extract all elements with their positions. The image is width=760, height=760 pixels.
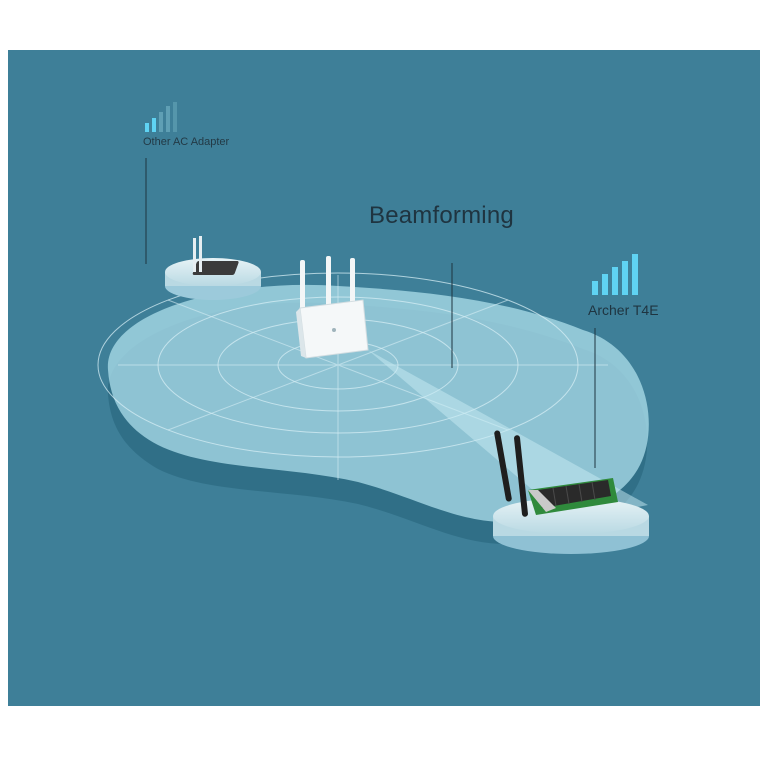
scene-graphic bbox=[97, 102, 649, 554]
other-adapter-label: Other AC Adapter bbox=[143, 136, 230, 148]
archer-signal-icon bbox=[592, 254, 638, 295]
other-adapter-signal-icon bbox=[145, 102, 177, 132]
router bbox=[296, 256, 369, 359]
archer-card bbox=[494, 430, 618, 517]
other-adapter-platform bbox=[165, 236, 261, 300]
archer-label: Archer T4E bbox=[588, 302, 659, 318]
beamforming-illustration: Beamforming Other AC Adapter Archer T4E bbox=[8, 50, 760, 706]
archer-platform bbox=[493, 498, 649, 554]
beam-to-archer bbox=[368, 350, 648, 520]
beamforming-title: Beamforming bbox=[369, 202, 514, 229]
